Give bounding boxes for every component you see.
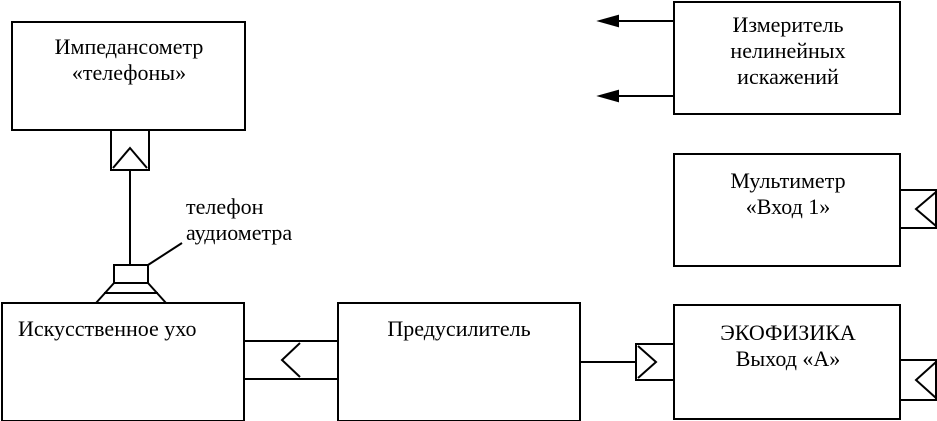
ear-preamp-cable bbox=[243, 340, 339, 380]
distortion-meter-line3: искажений bbox=[737, 64, 839, 89]
headphone-stem bbox=[147, 242, 183, 266]
headphone-label-line2: аудиометра bbox=[186, 220, 293, 245]
distortion-meter-box bbox=[673, 1, 901, 115]
ecophysics-output-connector bbox=[899, 359, 937, 401]
distortion-meter-label: Измеритель нелинейных искажений bbox=[730, 12, 845, 90]
impedance-meter-subtitle: «телефоны» bbox=[71, 60, 187, 85]
headphone-label-line1: телефон bbox=[186, 194, 264, 219]
multimeter-subtitle: «Вход 1» bbox=[745, 194, 831, 219]
ecophysics-subtitle: Выход «А» bbox=[735, 346, 841, 371]
distortion-meter-line2: нелинейных bbox=[730, 38, 846, 63]
multimeter-connector bbox=[899, 189, 937, 229]
preamp-title: Предусилитель bbox=[387, 316, 531, 341]
preamp-label: Предусилитель bbox=[387, 316, 530, 342]
artificial-ear-label: Искусственное ухо bbox=[18, 316, 196, 342]
impedance-connector-arrow bbox=[112, 146, 148, 169]
headphone-label: телефон аудиометра bbox=[186, 194, 292, 246]
impedance-meter-title: Импедансометр bbox=[54, 34, 204, 59]
multimeter-connector-arrow bbox=[914, 191, 937, 227]
multimeter-title: Мультиметр bbox=[730, 168, 846, 193]
distortion-meter-line1: Измеритель bbox=[732, 12, 844, 37]
distortion-arrowhead-bottom bbox=[596, 89, 619, 103]
ear-preamp-arrow bbox=[280, 342, 301, 378]
ecophysics-input-arrow bbox=[637, 345, 658, 379]
distortion-arrowhead-top bbox=[596, 14, 619, 28]
artificial-ear-title: Искусственное ухо bbox=[18, 316, 197, 341]
ecophysics-title: ЭКОФИЗИКА bbox=[720, 320, 856, 345]
impedance-meter-label: Импедансометр «телефоны» bbox=[55, 34, 204, 86]
ecophysics-label: ЭКОФИЗИКА Выход «А» bbox=[720, 320, 856, 372]
multimeter-label: Мультиметр «Вход 1» bbox=[730, 168, 845, 220]
headphone-body bbox=[113, 264, 149, 284]
ecophysics-output-arrow bbox=[914, 361, 937, 399]
